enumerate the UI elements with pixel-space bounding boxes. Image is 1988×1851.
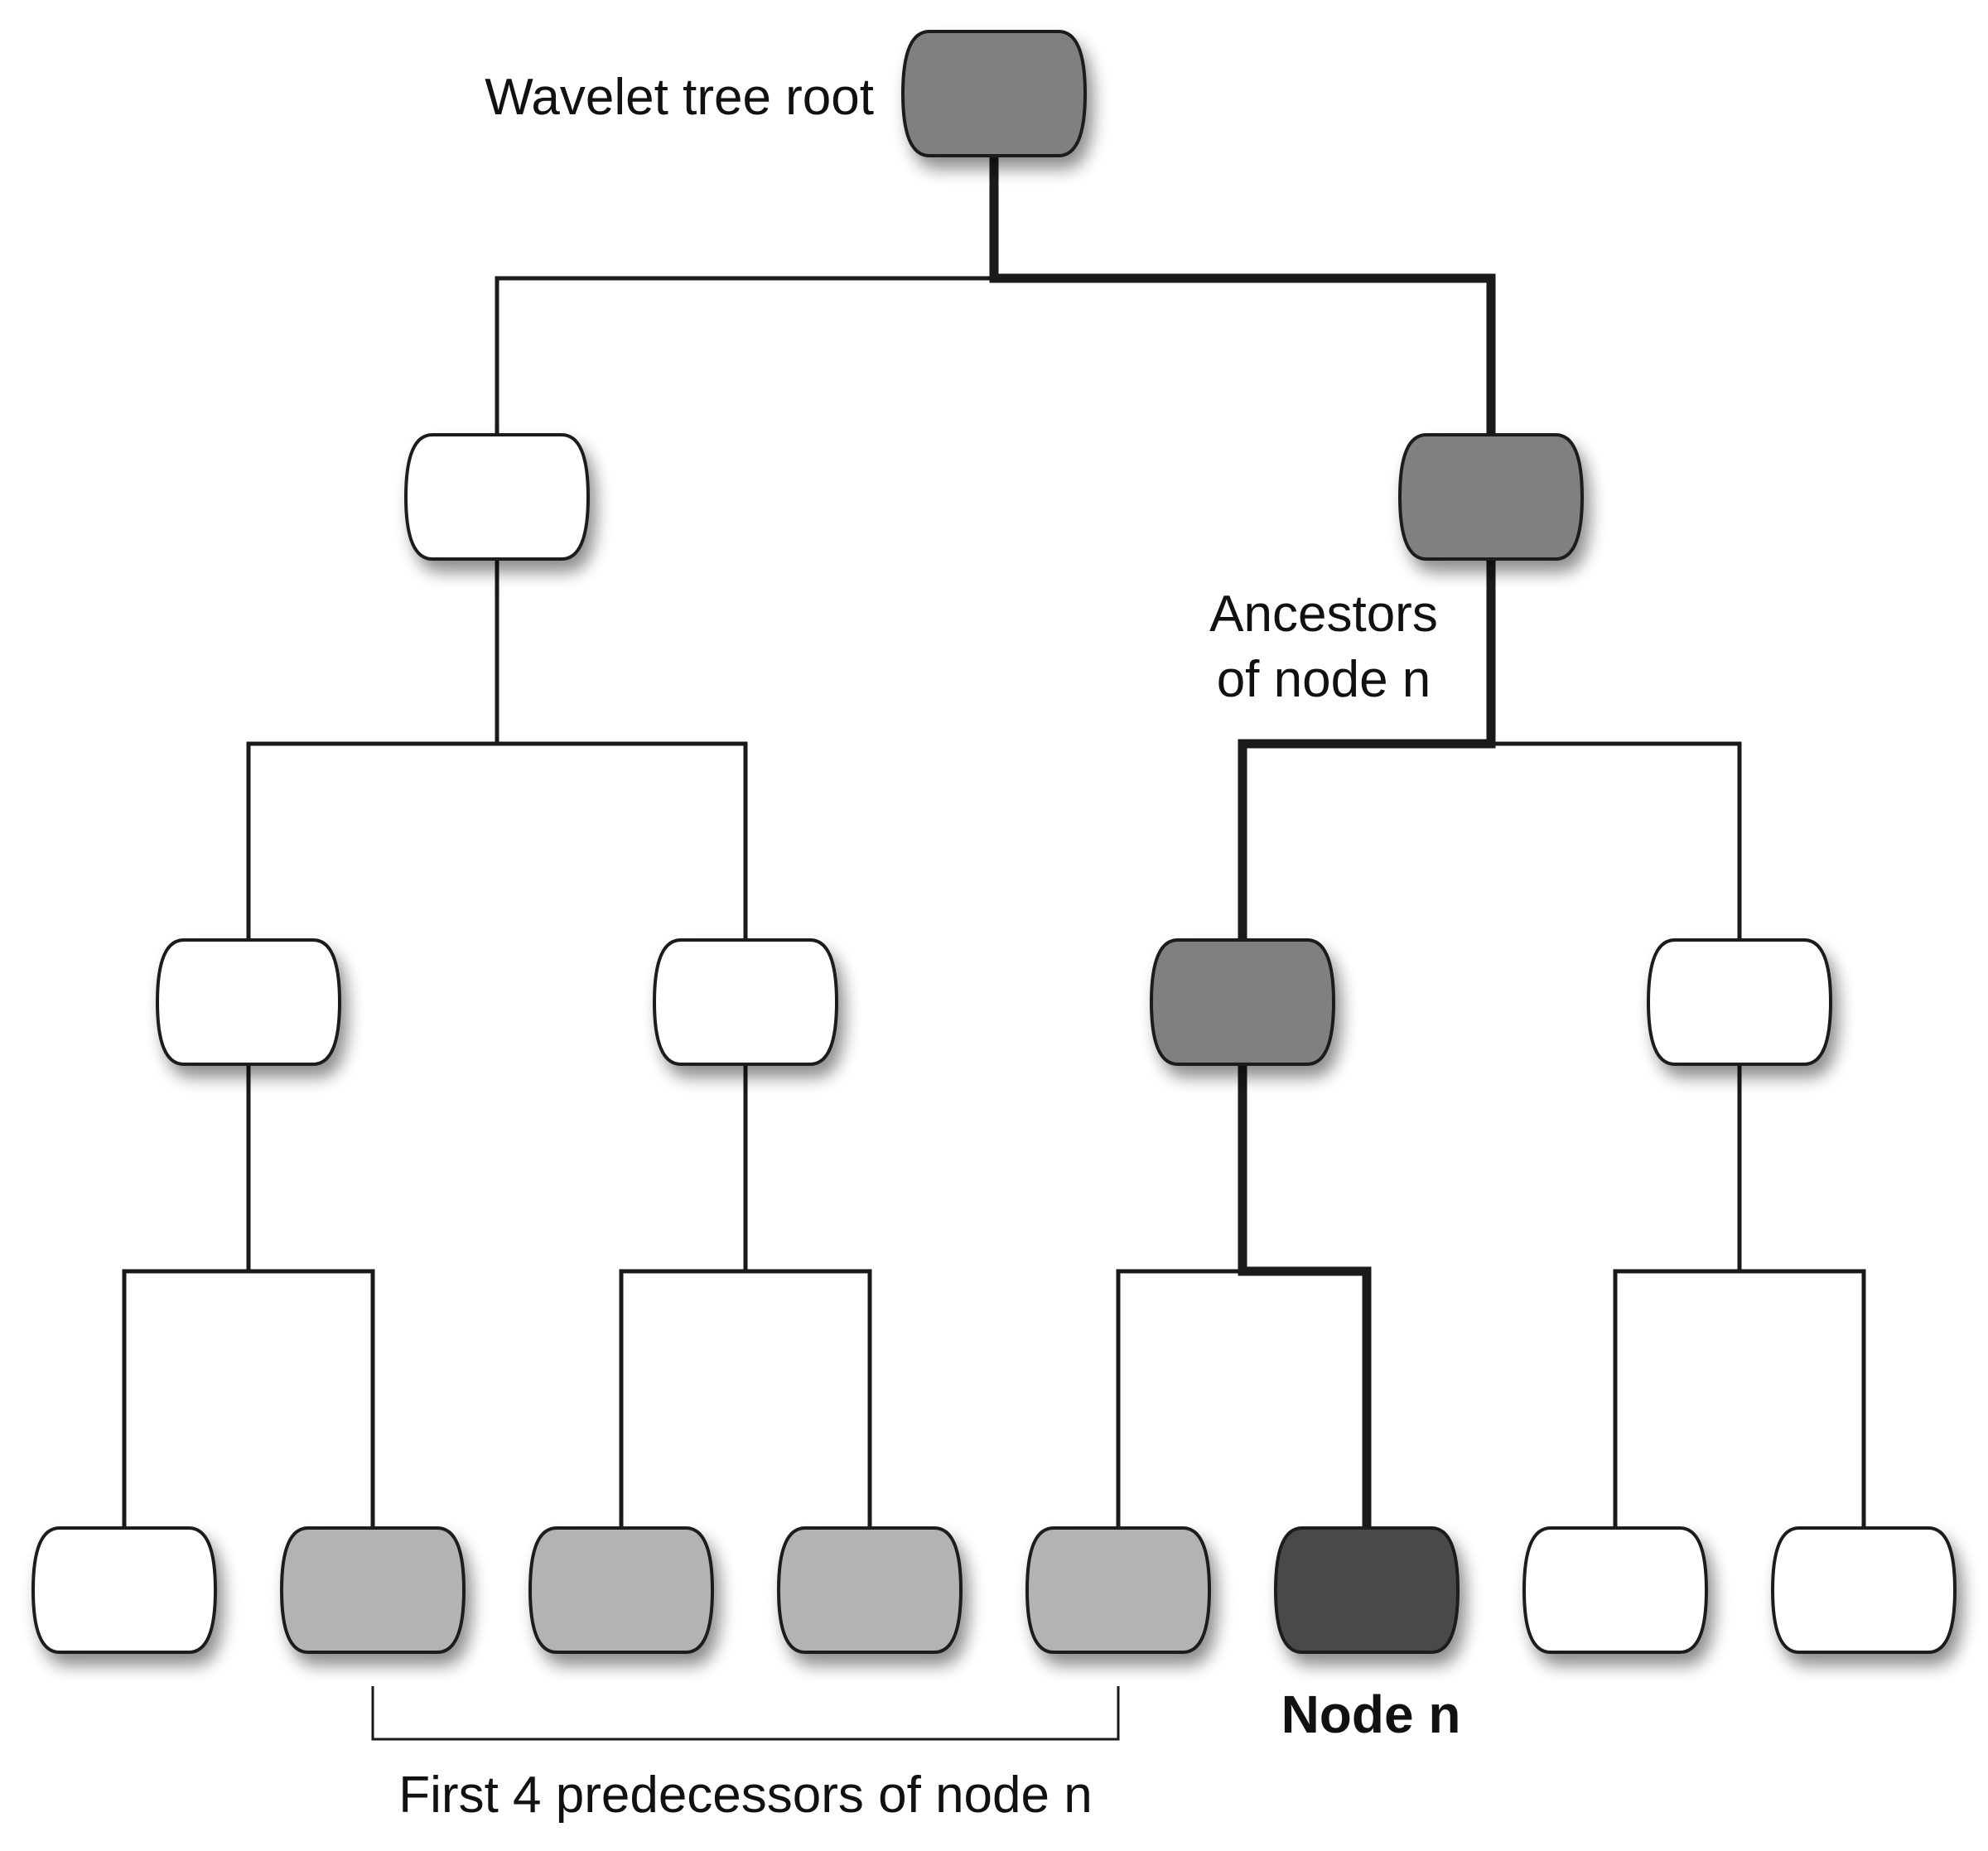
- leaf-node-4: [776, 1526, 963, 1654]
- edge-l1-right-sibling: [1489, 741, 1742, 942]
- edge-l2-d: [1613, 1062, 1866, 1530]
- edge-l2-b: [619, 1062, 872, 1530]
- level2-node-4: [1646, 938, 1833, 1066]
- ancestors-label-line2: of node n: [1217, 651, 1431, 708]
- tree-edges: [122, 276, 1866, 1530]
- edge-l2-c: [1116, 1269, 1245, 1530]
- level1-node-right: [1397, 433, 1585, 561]
- leaf-node-8: [1770, 1526, 1957, 1654]
- level2-node-3: [1149, 938, 1336, 1066]
- level2-node-1: [155, 938, 342, 1066]
- tree-nodes: [31, 30, 1957, 1654]
- predecessor-bracket: [371, 1686, 1120, 1741]
- leaf-node-n: [1273, 1526, 1460, 1654]
- ancestor-path: [989, 148, 1496, 1533]
- leaf-node-1: [31, 1526, 218, 1654]
- node-n-label: Node n: [1281, 1685, 1461, 1744]
- edge-root-left: [495, 276, 996, 437]
- edge-l1-left: [246, 557, 748, 942]
- leaf-node-5: [1025, 1526, 1212, 1654]
- level1-node-left: [403, 433, 591, 561]
- ancestors-label-line1: Ancestors: [1209, 586, 1438, 643]
- root-label: Wavelet tree root: [485, 69, 874, 126]
- edge-l2-a: [122, 1062, 375, 1530]
- root-node: [900, 30, 1088, 157]
- leaf-node-7: [1522, 1526, 1709, 1654]
- leaf-node-2: [279, 1526, 466, 1654]
- leaf-node-3: [528, 1526, 715, 1654]
- level2-node-2: [652, 938, 839, 1066]
- predecessors-label: First 4 predecessors of node n: [398, 1767, 1092, 1824]
